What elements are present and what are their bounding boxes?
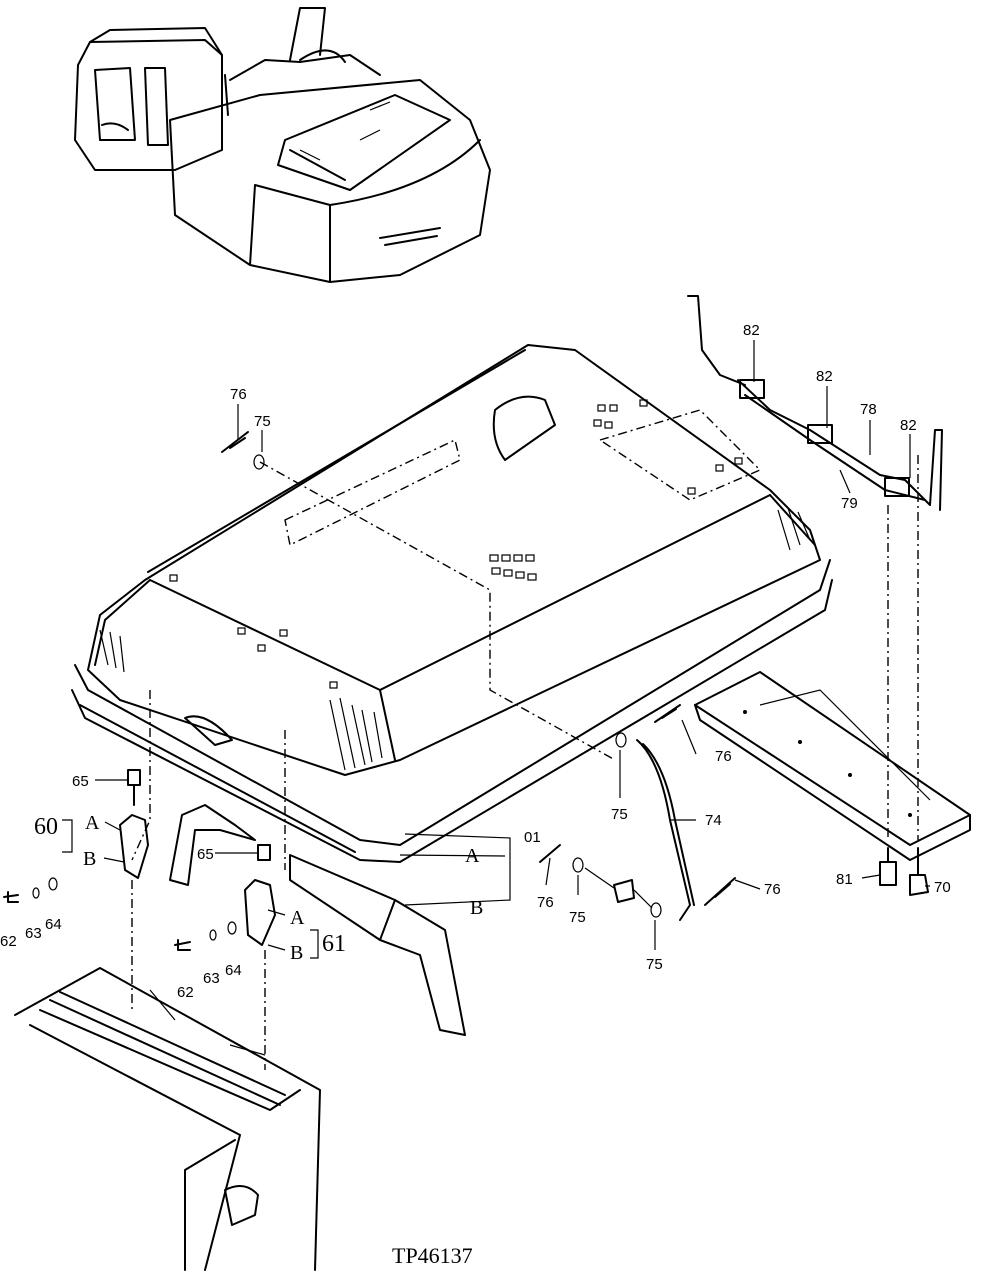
group-label-61: 61	[322, 931, 346, 957]
callout-70: 70	[934, 879, 951, 896]
callout-01: 01	[524, 829, 541, 846]
hood-stay-rod	[636, 739, 695, 921]
callout-64: 64	[45, 916, 62, 933]
callout-65: 65	[72, 773, 89, 790]
letter-a: A	[85, 812, 100, 834]
letter-a: A	[290, 907, 305, 929]
callout-75: 75	[646, 956, 663, 973]
callout-leaders	[62, 340, 930, 959]
mounting-plate	[694, 671, 971, 861]
callout-75: 75	[254, 413, 271, 430]
callout-81: 81	[836, 871, 853, 888]
letter-b: B	[290, 942, 303, 964]
callout-78: 78	[860, 401, 877, 418]
letter-a: A	[465, 845, 480, 867]
callout-82: 82	[900, 417, 917, 434]
callout-labels: 76 75 82 82 78 82 79 76 01 75 74 76 76 7…	[0, 322, 951, 1001]
callout-62: 62	[0, 933, 17, 950]
figure-id: TP46137	[392, 1243, 473, 1268]
handle-bar	[687, 295, 943, 511]
callout-79: 79	[841, 495, 858, 512]
letter-b: B	[470, 897, 483, 919]
hardware	[3, 431, 929, 951]
callout-76: 76	[230, 386, 247, 403]
group-label-60: 60	[34, 814, 58, 840]
side-panels	[169, 804, 466, 1036]
callout-82: 82	[816, 368, 833, 385]
callout-75: 75	[569, 909, 586, 926]
callout-63: 63	[25, 925, 42, 942]
lower-frame	[14, 967, 321, 1271]
callout-64: 64	[225, 962, 242, 979]
callout-82: 82	[743, 322, 760, 339]
callout-65: 65	[197, 846, 214, 863]
callout-76: 76	[537, 894, 554, 911]
assembly-leaders	[131, 455, 919, 1070]
engine-hood	[71, 344, 833, 863]
position-letters: 60 A B A B A B 61	[34, 812, 483, 964]
letter-b: B	[83, 848, 96, 870]
hood-bolt-holes	[169, 399, 743, 689]
machine-locator-view	[74, 7, 491, 283]
callout-63: 63	[203, 970, 220, 987]
callout-76: 76	[715, 748, 732, 765]
callout-74: 74	[705, 812, 722, 829]
callout-62: 62	[177, 984, 194, 1001]
callout-76: 76	[764, 881, 781, 898]
callout-75: 75	[611, 806, 628, 823]
